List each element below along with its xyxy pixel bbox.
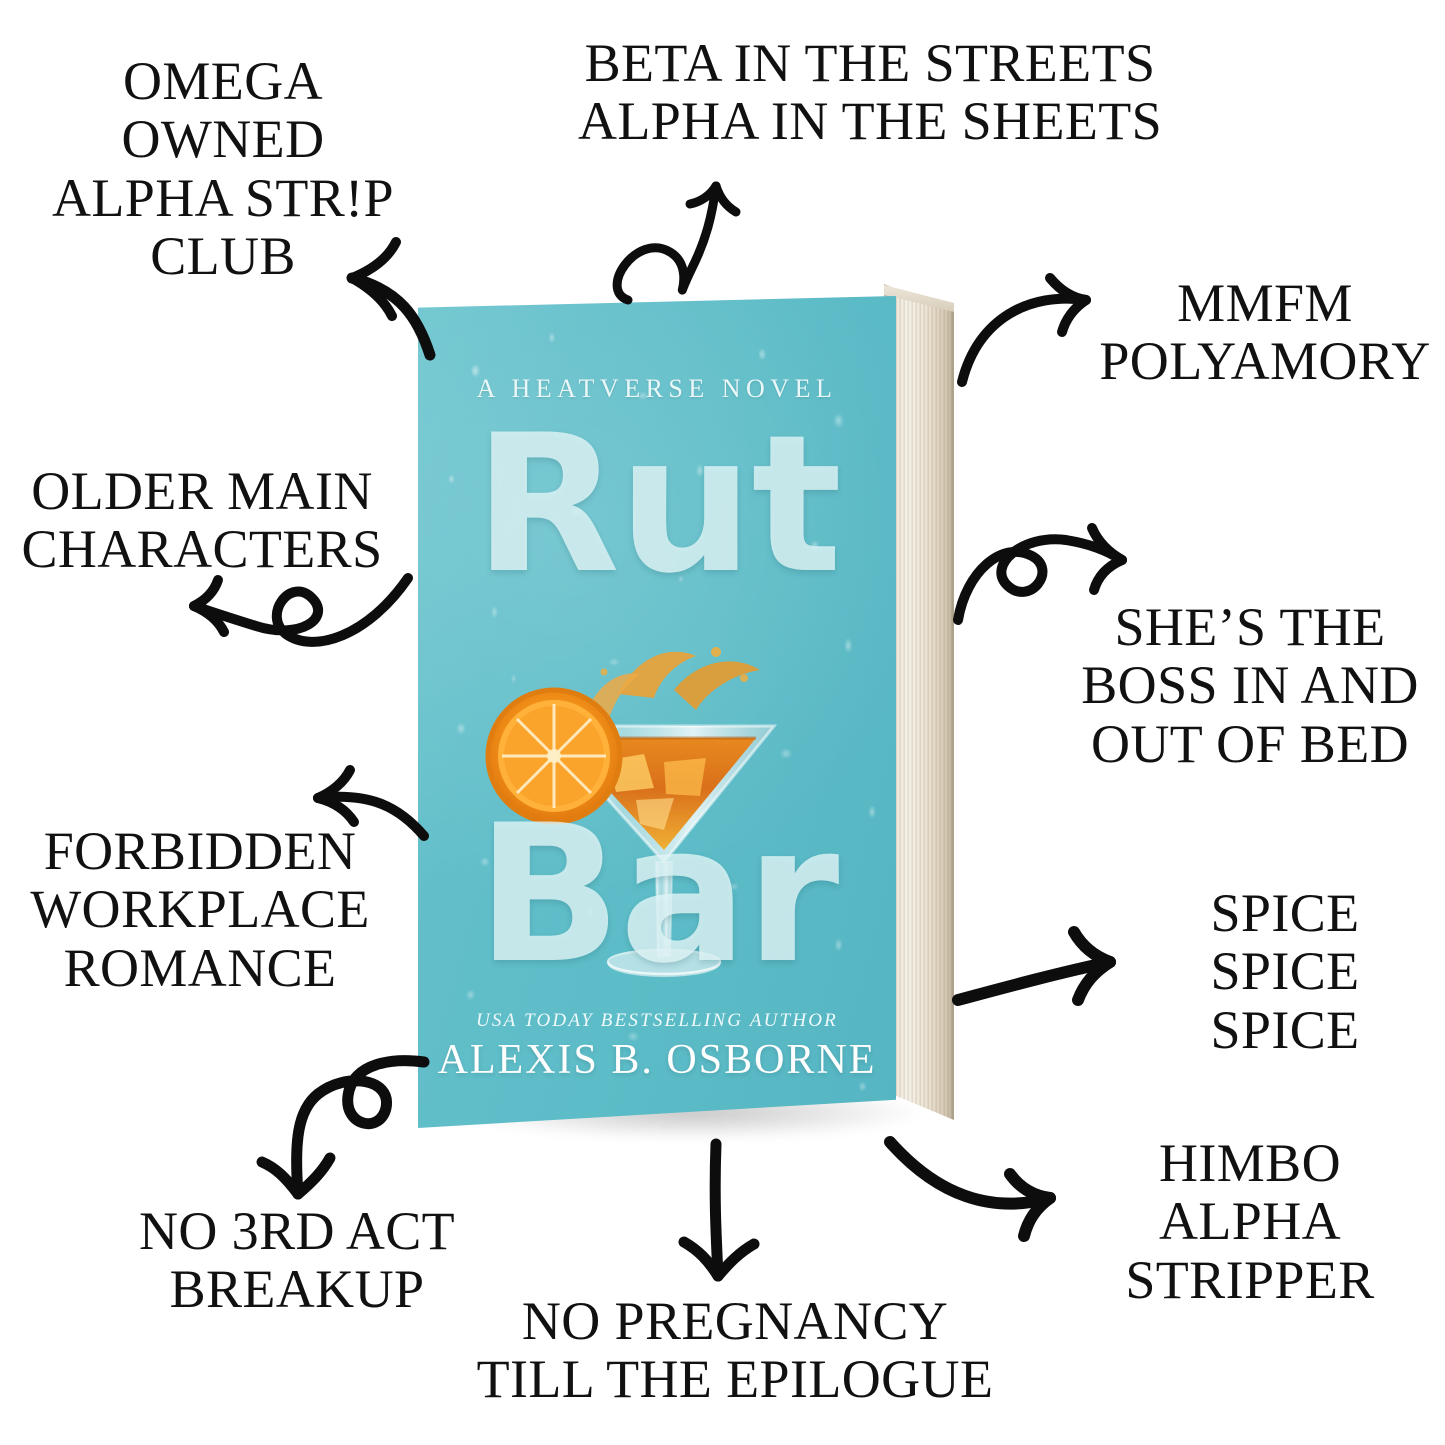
arrow-to-spice [952, 926, 1116, 1006]
trope-label-no-pregnancy: NO PREGNANCY TILL THE EPILOGUE [476, 1291, 994, 1410]
cover-accolade-line: USA TODAY BESTSELLING AUTHOR [476, 1010, 838, 1031]
trope-label-mmfm-polyamory: MMFM POLYAMORY [1099, 273, 1431, 392]
trope-label-shes-the-boss: SHE’S THE BOSS IN AND OUT OF BED [1081, 597, 1419, 774]
cover-series-line: A HEATVERSE NOVEL [476, 374, 838, 403]
arrow-to-mmfm-polyamory [957, 273, 1091, 387]
trope-label-himbo-stripper: HIMBO ALPHA STRIPPER [1125, 1133, 1375, 1310]
arrow-to-no-pregnancy [678, 1138, 760, 1282]
trope-label-spice: SPICE SPICE SPICE [1210, 883, 1360, 1060]
book-mockup: A HEATVERSE NOVEL Rut [418, 282, 956, 1140]
trope-label-beta-alpha: BETA IN THE STREETS ALPHA IN THE SHEETS [577, 33, 1163, 152]
trope-label-no-3rd-act: NO 3RD ACT BREAKUP [138, 1201, 456, 1320]
arrow-to-older-mcs [189, 573, 413, 647]
trope-label-older-mcs: OLDER MAIN CHARACTERS [21, 461, 383, 580]
arrow-to-himbo-stripper [884, 1136, 1056, 1242]
cover-title-line-2: Bar [476, 784, 840, 1005]
trope-label-forbidden-romance: FORBIDDEN WORKPLACE ROMANCE [30, 821, 370, 998]
arrow-to-no-3rd-act [256, 1055, 430, 1200]
book-front-cover: A HEATVERSE NOVEL Rut [418, 296, 896, 1128]
cover-title-line-1: Rut [473, 394, 842, 615]
trope-label-omega-owned: OMEGA OWNED ALPHA STR!P CLUB [52, 51, 394, 286]
cover-author-name: ALEXIS B. OSBORNE [437, 1037, 877, 1083]
